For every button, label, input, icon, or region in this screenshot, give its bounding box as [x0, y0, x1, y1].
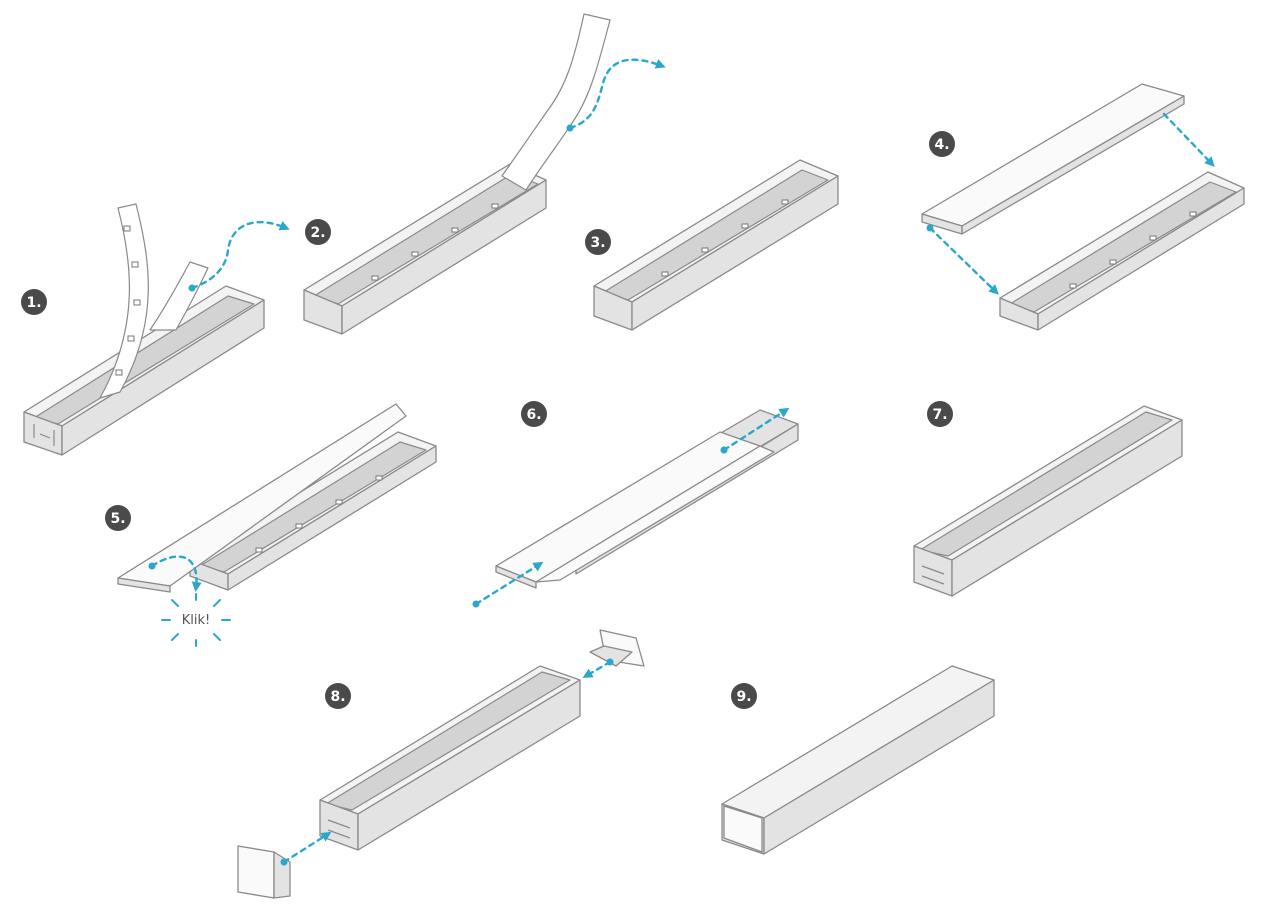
insert-arrow-right	[1162, 112, 1215, 167]
arrow-start-dot	[148, 562, 156, 570]
arrow-start-dot	[566, 124, 574, 132]
insert-arrow-left	[928, 226, 999, 295]
led-chip	[371, 275, 379, 281]
step-number: 7.	[932, 407, 947, 423]
step-number: 5.	[110, 511, 125, 527]
closed-profile	[913, 405, 1183, 597]
step-2-illustration	[303, 13, 666, 335]
step-badge-1: 1.	[21, 289, 47, 315]
arrow-start-dot	[720, 446, 728, 454]
aluminium-profile	[303, 163, 547, 335]
led-chip	[375, 475, 383, 481]
arrow-start-dot	[472, 600, 480, 608]
step-badge-2: 2.	[305, 219, 331, 245]
cap-arrow-right	[582, 660, 612, 679]
step-1-illustration	[23, 203, 290, 456]
led-strip	[99, 203, 149, 399]
diffuser-cover	[495, 431, 775, 589]
led-chip	[1069, 283, 1077, 289]
led-chip	[115, 369, 123, 376]
aluminium-profile	[23, 285, 265, 456]
step-8-illustration	[237, 629, 645, 899]
step-badge-9: 9.	[731, 683, 757, 709]
led-chip	[127, 335, 135, 342]
arrow-start-dot	[606, 658, 614, 666]
led-chip	[255, 547, 263, 553]
led-chip	[701, 247, 709, 253]
led-chip	[131, 261, 139, 268]
arrow-start-dot	[926, 224, 934, 232]
aluminium-profile	[189, 431, 437, 591]
click-arrow	[150, 555, 202, 592]
step-badge-6: 6.	[521, 401, 547, 427]
step-3-illustration	[593, 159, 839, 331]
step-badge-3: 3.	[585, 229, 611, 255]
cap-arrow-left	[282, 831, 332, 864]
aluminium-profile	[593, 159, 839, 331]
led-chip	[491, 203, 499, 209]
closed-profile	[319, 665, 581, 851]
led-chip	[1149, 235, 1157, 241]
slide-arrow-front	[474, 561, 544, 606]
burst-lines	[161, 593, 231, 647]
led-chip	[123, 225, 131, 232]
step-number: 2.	[310, 225, 325, 241]
arrow-start-dot	[280, 858, 288, 866]
led-chip	[133, 299, 141, 306]
led-chip	[335, 499, 343, 505]
diffuser-cover	[921, 83, 1185, 235]
end-cap-left	[237, 845, 291, 899]
step-number: 3.	[590, 235, 605, 251]
led-chip	[411, 251, 419, 257]
led-chip	[451, 227, 459, 233]
arrow-start-dot	[188, 284, 196, 292]
adhesive-backing	[149, 261, 209, 331]
step-number: 4.	[934, 137, 949, 153]
led-chip	[1189, 211, 1197, 217]
adhesive-backing	[501, 13, 611, 191]
led-chip	[1109, 259, 1117, 265]
step-badge-8: 8.	[325, 683, 351, 709]
step-7-illustration	[913, 405, 1183, 597]
led-chip	[295, 523, 303, 529]
led-chip	[781, 199, 789, 205]
led-chip	[741, 223, 749, 229]
led-chip	[661, 271, 669, 277]
capped-profile	[721, 665, 995, 855]
step-number: 8.	[330, 689, 345, 705]
peel-arrow	[568, 58, 666, 130]
klik-burst: Klik!	[161, 593, 231, 647]
step-badge-4: 4.	[929, 131, 955, 157]
slide-arrow-back	[722, 407, 790, 452]
end-cap-right	[589, 629, 645, 667]
klik-label: Klik!	[182, 613, 211, 628]
aluminium-profile	[999, 171, 1245, 331]
step-number: 6.	[526, 407, 541, 423]
step-number: 1.	[26, 295, 41, 311]
diffuser-cover	[117, 403, 407, 593]
step-badge-5: 5.	[105, 505, 131, 531]
step-4-illustration	[921, 83, 1245, 331]
step-5-illustration: Klik!	[117, 403, 437, 647]
step-6-illustration	[472, 407, 799, 608]
peel-arrow	[190, 220, 290, 290]
step-badge-7: 7.	[927, 401, 953, 427]
step-number: 9.	[736, 689, 751, 705]
step-9-illustration	[721, 665, 995, 855]
